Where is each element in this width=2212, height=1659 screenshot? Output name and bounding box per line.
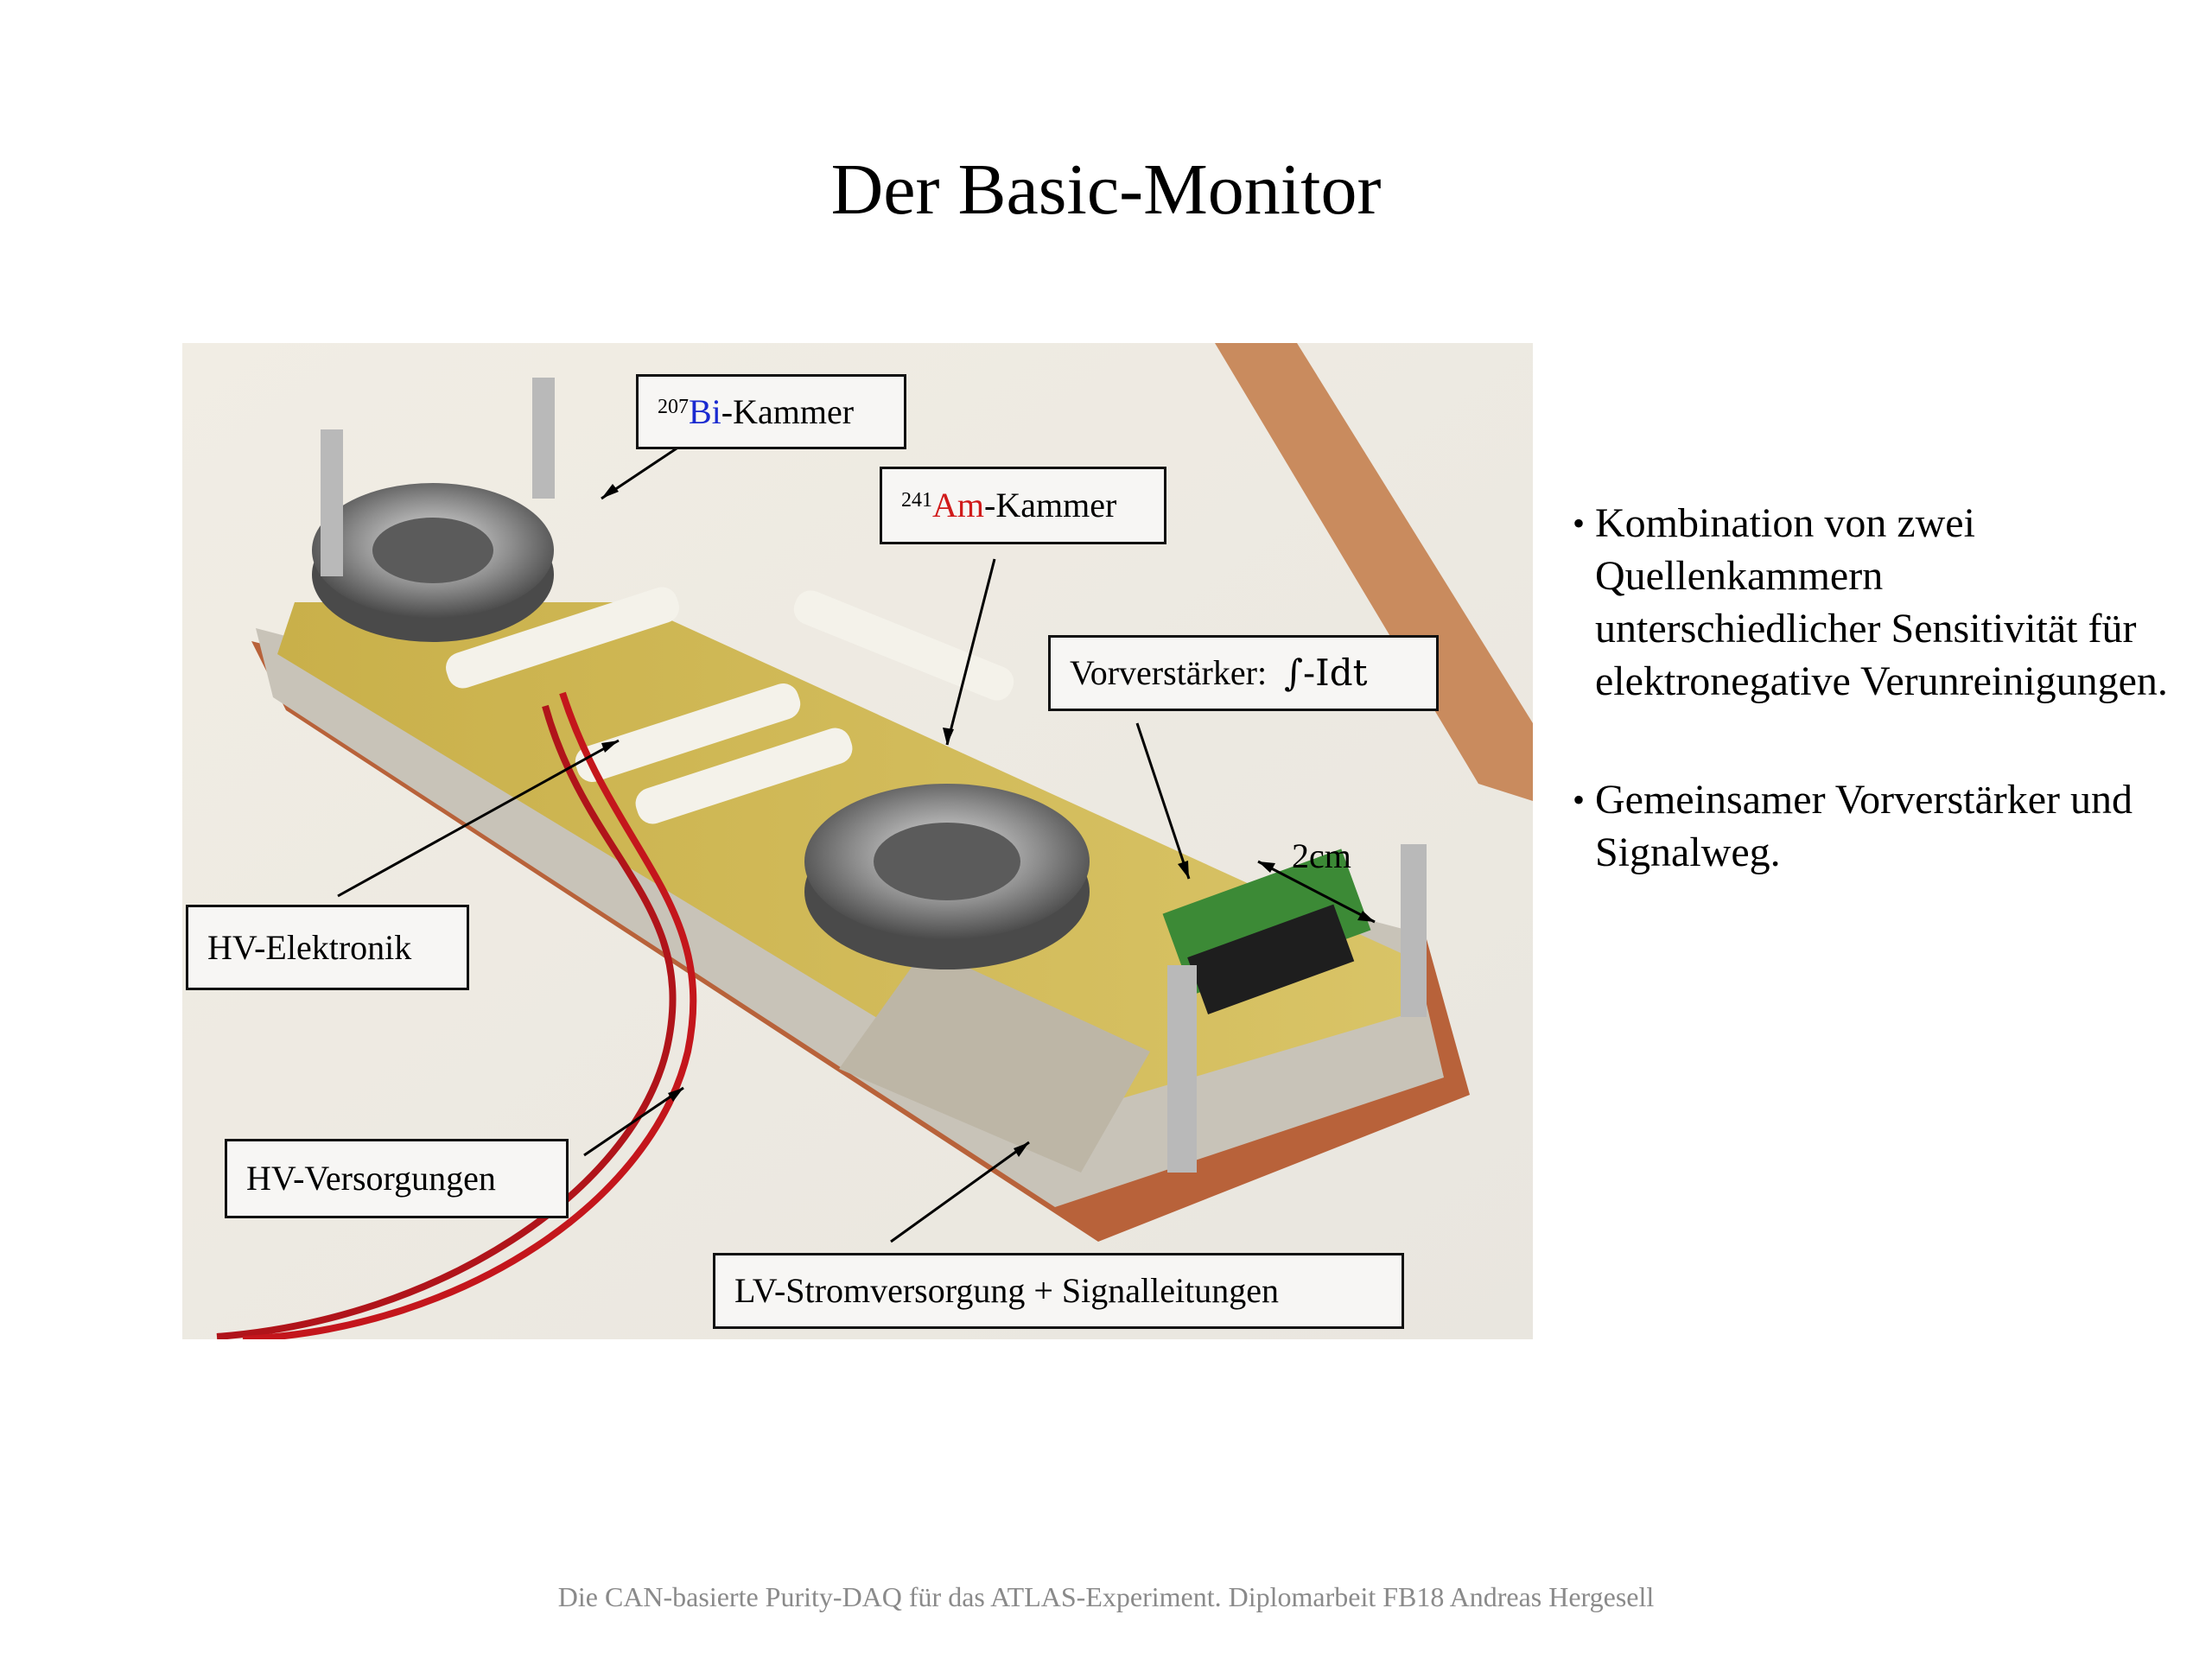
bullet-list: • Kombination von zwei Quellenkammern un… [1573,497,2177,944]
bullet-item: • Gemeinsamer Vorverstärker und Signalwe… [1573,773,2177,879]
lv-supply-label: LV-Stromversorgung + Signalleitungen [713,1253,1404,1329]
preamp-integral: ∫-Idt [1284,652,1368,694]
bullet-text: Gemeinsamer Vorverstärker und Signalweg. [1595,777,2133,875]
bullet-text: Kombination von zwei Quellenkammern unte… [1595,500,2168,704]
am-isotope-number: 241 [901,489,932,512]
hv-versorgungen-label: HV-Versorgungen [225,1139,569,1218]
device-photo [182,343,1533,1339]
footer-text: Die CAN-basierte Purity-DAQ für das ATLA… [557,1581,1655,1612]
bi-chamber-label: 207 Bi -Kammer [636,374,906,449]
hv-elektronik-label: HV-Elektronik [186,905,469,990]
bi-isotope-number: 207 [658,395,689,418]
bullet-item: • Kombination von zwei Quellenkammern un… [1573,497,2177,708]
am-chamber-label: 241 Am -Kammer [880,467,1166,544]
bi-element: Bi [689,391,721,431]
bullet-marker: • [1573,780,1586,819]
scale-label: 2cm [1292,836,1351,875]
bi-chamber-suffix: -Kammer [721,391,855,431]
slide-title: Der Basic-Monitor [830,149,1382,230]
bullet-marker: • [1573,504,1586,543]
am-chamber-suffix: -Kammer [984,486,1117,524]
preamp-label: Vorverstärker: ∫-Idt [1048,635,1439,711]
am-element: Am [932,486,984,524]
preamp-text: Vorverstärker: [1070,653,1268,692]
